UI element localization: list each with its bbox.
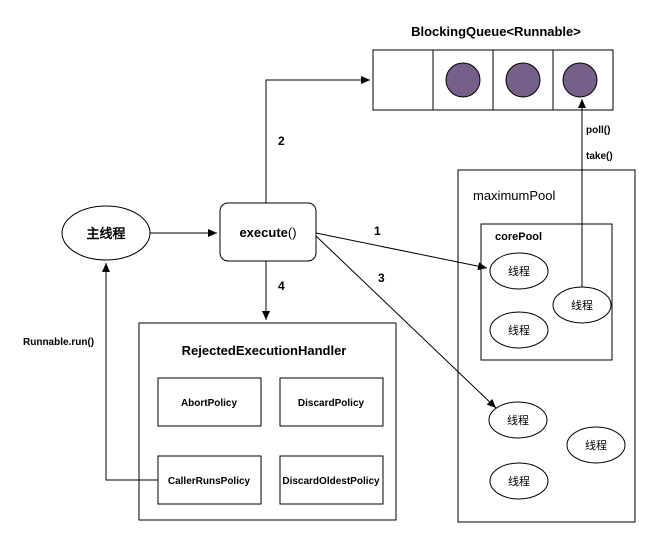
step-3-arrow — [315, 235, 497, 409]
queued-task-3 — [562, 62, 598, 98]
svg-text:线程: 线程 — [508, 474, 530, 488]
execute-node: execute() — [219, 202, 317, 262]
main-thread-node: 主线程 — [61, 205, 151, 261]
step-1-label: 1 — [374, 224, 381, 238]
core-thread-1: 线程 — [489, 252, 549, 290]
handler-title: RejectedExecutionHandler — [182, 343, 347, 358]
maximum-pool-label: maximumPool — [473, 188, 555, 203]
core-thread-2: 线程 — [489, 311, 549, 349]
step-3-label: 3 — [378, 271, 385, 285]
extra-thread-2: 线程 — [566, 426, 626, 464]
svg-text:execute(): execute() — [239, 225, 296, 240]
core-pool-label: corePool — [495, 231, 542, 243]
step-4-label: 4 — [278, 279, 285, 293]
queued-task-1 — [445, 62, 481, 98]
svg-text:线程: 线程 — [507, 413, 529, 427]
extra-thread-3: 线程 — [489, 462, 549, 500]
queue-title: BlockingQueue<Runnable> — [411, 24, 581, 39]
svg-text:线程: 线程 — [508, 323, 530, 337]
runnable-run-label: Runnable.run() — [23, 337, 94, 348]
svg-text:CallerRunsPolicy: CallerRunsPolicy — [168, 476, 251, 487]
step-2-label: 2 — [278, 134, 285, 148]
step-2-arrow — [265, 76, 370, 203]
step-1-arrow — [315, 232, 488, 271]
runnable-run-arrow — [102, 263, 158, 481]
svg-text:线程: 线程 — [508, 264, 530, 278]
poll-label: poll() — [586, 125, 610, 136]
svg-text:DiscardPolicy: DiscardPolicy — [298, 398, 365, 409]
svg-text:线程: 线程 — [585, 438, 607, 452]
extra-thread-1: 线程 — [488, 401, 548, 439]
svg-text:DiscardOldestPolicy: DiscardOldestPolicy — [282, 476, 380, 487]
svg-text:主线程: 主线程 — [86, 226, 125, 241]
discard-policy: DiscardPolicy — [279, 377, 384, 427]
core-thread-3: 线程 — [552, 286, 612, 324]
discard-oldest-policy: DiscardOldestPolicy — [279, 455, 384, 505]
queued-task-2 — [505, 62, 541, 98]
svg-text:线程: 线程 — [571, 298, 593, 312]
caller-runs-policy: CallerRunsPolicy — [157, 455, 262, 505]
svg-text:AbortPolicy: AbortPolicy — [181, 398, 238, 409]
abort-policy: AbortPolicy — [157, 377, 262, 427]
take-label: take() — [586, 151, 613, 162]
blocking-queue — [372, 49, 614, 111]
